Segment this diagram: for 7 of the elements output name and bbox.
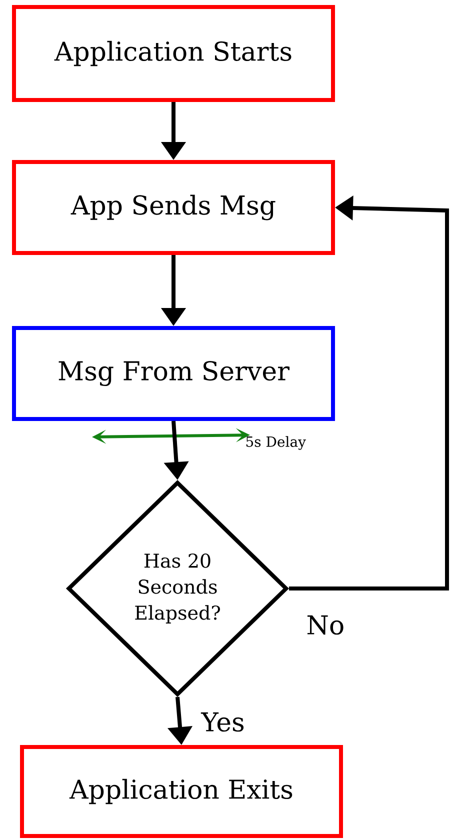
delay-label: 5s Delay bbox=[246, 436, 306, 450]
process-box: Application Starts bbox=[12, 5, 335, 102]
edge-label: No bbox=[305, 614, 346, 636]
process-box: Msg From Server bbox=[12, 326, 335, 421]
edge-label: Yes bbox=[200, 711, 246, 733]
process-box: Application Exits bbox=[20, 745, 343, 838]
process-box: App Sends Msg bbox=[12, 160, 335, 255]
